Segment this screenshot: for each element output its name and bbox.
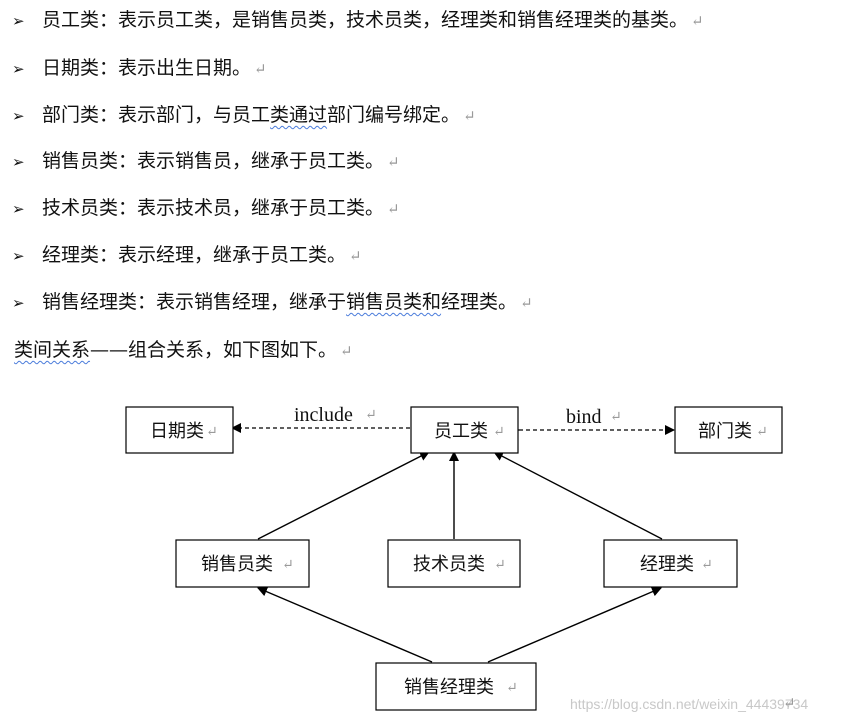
item-term: 技术员类： [42, 197, 138, 219]
item-term: 部门类： [42, 104, 119, 126]
svg-text:技术员类: 技术员类 [413, 554, 485, 575]
item-description: 表示技术员，继承于员工类。 [137, 197, 385, 219]
arrow-bullet-icon: ➢ [12, 12, 25, 30]
arrow-bullet-icon: ➢ [12, 107, 25, 125]
paragraph-mark-icon: ↵ [365, 407, 377, 423]
list-item: ➢ 员工类：表示员工类，是销售员类，技术员类，经理类和销售经理类的基类。↵ [12, 2, 704, 38]
arrow-bullet-icon: ➢ [12, 60, 25, 78]
svg-text:↵: ↵ [282, 557, 294, 573]
paragraph-mark-icon: ↵ [254, 60, 267, 78]
svg-text:↵: ↵ [756, 424, 768, 440]
item-description-end: 经理类。 [441, 291, 518, 313]
item-description-flagged: 销售员类和 [346, 291, 442, 313]
list-item: ➢ 经理类：表示经理，继承于员工类。↵ [12, 237, 362, 273]
paragraph-mark-icon: ↵ [783, 694, 796, 712]
summary-flagged-text: 类间关系 [14, 339, 91, 361]
svg-text:↵: ↵ [494, 557, 506, 573]
relationship-summary: 类间关系——组合关系，如下图如下。↵ [14, 332, 353, 368]
list-item: ➢ 销售员类：表示销售员，继承于员工类。↵ [12, 143, 400, 179]
bind-label: bind [566, 406, 602, 428]
svg-text:员工类: 员工类 [434, 421, 488, 442]
item-term: 销售经理类： [42, 291, 157, 313]
list-item: ➢ 部门类：表示部门，与员工类通过部门编号绑定。↵ [12, 97, 476, 133]
list-item: ➢ 技术员类：表示技术员，继承于员工类。↵ [12, 190, 400, 226]
item-description: 表示销售员，继承于员工类。 [137, 150, 385, 172]
arrow-bullet-icon: ➢ [12, 294, 25, 312]
item-term: 经理类： [42, 244, 119, 266]
item-term: 日期类： [42, 57, 119, 79]
svg-text:日期类: 日期类 [150, 421, 204, 442]
svg-text:部门类: 部门类 [698, 421, 752, 442]
include-label: include [294, 404, 353, 426]
item-description: 表示经理，继承于员工类。 [118, 244, 347, 266]
svg-text:↵: ↵ [701, 557, 713, 573]
item-term: 员工类： [42, 9, 119, 31]
svg-text:经理类: 经理类 [640, 554, 694, 575]
paragraph-mark-icon: ↵ [387, 153, 400, 171]
item-description-end: 部门编号绑定。 [327, 104, 461, 126]
technician-class-box: 技术员类 ↵ [387, 539, 521, 588]
source-watermark: https://blog.csdn.net/weixin_44439734 [570, 696, 809, 712]
arrow-bullet-icon: ➢ [12, 247, 25, 265]
svg-text:↵: ↵ [506, 680, 518, 696]
item-description: 表示员工类，是销售员类，技术员类，经理类和销售经理类的基类。 [118, 9, 689, 31]
list-item: ➢ 日期类：表示出生日期。↵ [12, 50, 267, 86]
manager-class-box: 经理类 ↵ [603, 539, 738, 588]
paragraph-mark-icon: ↵ [349, 247, 362, 265]
svg-text:销售经理类: 销售经理类 [404, 677, 494, 698]
list-item: ➢ 销售经理类：表示销售经理，继承于销售员类和经理类。↵ [12, 284, 533, 320]
department-class-box: 部门类 ↵ [674, 406, 783, 454]
arrow-bullet-icon: ➢ [12, 200, 25, 218]
sales-manager-from-salesman-edge [257, 586, 433, 663]
paragraph-mark-icon: ↵ [463, 107, 476, 125]
item-description: 表示部门，与员工 [118, 104, 271, 126]
manager-inherits-edge [493, 451, 663, 540]
item-term: 销售员类： [42, 150, 138, 172]
item-description: 表示销售经理，继承于 [156, 291, 347, 313]
summary-text: ——组合关系，如下图如下。 [90, 339, 338, 361]
paragraph-mark-icon: ↵ [387, 200, 400, 218]
item-description-flagged: 类通过 [270, 104, 328, 126]
paragraph-mark-icon: ↵ [691, 12, 704, 30]
date-class-box: 日期类 ↵ [125, 406, 234, 454]
arrow-bullet-icon: ➢ [12, 153, 25, 171]
svg-text:↵: ↵ [206, 424, 218, 440]
svg-text:↵: ↵ [493, 424, 505, 440]
sales-manager-from-manager-edge [487, 586, 662, 663]
salesman-inherits-edge [257, 451, 430, 540]
svg-text:销售员类: 销售员类 [201, 554, 273, 575]
employee-class-box: 员工类 ↵ [410, 406, 519, 454]
paragraph-mark-icon: ↵ [340, 342, 353, 360]
sales-manager-class-box: 销售经理类 ↵ [375, 662, 537, 711]
item-description: 表示出生日期。 [118, 57, 252, 79]
paragraph-mark-icon: ↵ [610, 409, 622, 425]
salesman-class-box: 销售员类 ↵ [175, 539, 310, 588]
paragraph-mark-icon: ↵ [520, 294, 533, 312]
